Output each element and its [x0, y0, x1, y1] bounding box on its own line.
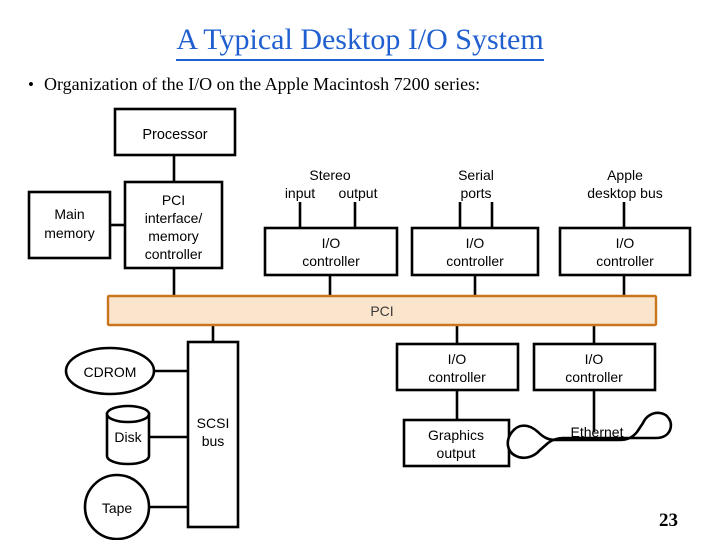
- shape-disk-body: [105, 412, 151, 466]
- bullet-label: Organization of the I/O on the Apple Mac…: [44, 74, 481, 94]
- box-io-controller-adb-label-1: I/O: [616, 235, 635, 251]
- label-ethernet: Ethernet: [571, 424, 624, 440]
- label-serial-1: Serial: [458, 167, 494, 183]
- box-io-controller-graphics-label-1: I/O: [448, 351, 467, 367]
- label-cdrom: CDROM: [84, 364, 137, 380]
- box-main-memory-label-1: Main: [54, 206, 84, 222]
- box-processor-label: Processor: [142, 127, 207, 143]
- box-io-controller-graphics[interactable]: [395, 342, 520, 392]
- box-graphics-output-label-1: Graphics: [428, 427, 484, 443]
- page-number: 23: [659, 510, 678, 531]
- box-pci-interface-label-2: interface/: [145, 210, 203, 226]
- page-title: A Typical Desktop I/O System: [0, 22, 720, 61]
- shape-ethernet-cable[interactable]: [506, 411, 673, 460]
- box-io-controller-graphics-label-2: controller: [428, 369, 486, 385]
- shape-disk-top: [105, 404, 151, 424]
- box-io-controller-ethernet-label-2: controller: [565, 369, 623, 385]
- box-pci-interface-label-3: memory: [148, 228, 199, 244]
- pci-bus-bar[interactable]: [106, 294, 658, 327]
- label-disk: Disk: [114, 429, 142, 445]
- shape-disk[interactable]: [105, 404, 151, 466]
- box-graphics-output-label-2: output: [437, 445, 476, 461]
- box-io-controller-serial[interactable]: [410, 226, 540, 277]
- box-io-controller-stereo-label-2: controller: [302, 253, 360, 269]
- box-io-controller-serial-label-2: controller: [446, 253, 504, 269]
- box-scsi-bus[interactable]: [186, 340, 240, 529]
- box-io-controller-serial-label-1: I/O: [466, 235, 485, 251]
- box-processor[interactable]: [113, 107, 237, 157]
- page-title-text: A Typical Desktop I/O System: [176, 22, 544, 61]
- box-main-memory[interactable]: [27, 190, 112, 260]
- bullet-line: • Organization of the I/O on the Apple M…: [18, 72, 708, 97]
- box-io-controller-stereo-label-1: I/O: [322, 235, 341, 251]
- box-io-controller-stereo[interactable]: [263, 226, 399, 277]
- bullet-marker-icon: •: [28, 75, 34, 94]
- shape-cdrom[interactable]: [64, 346, 156, 396]
- box-io-controller-adb-label-2: controller: [596, 253, 654, 269]
- box-io-controller-adb[interactable]: [558, 226, 692, 277]
- box-pci-interface-label-4: controller: [145, 246, 203, 262]
- shape-tape[interactable]: [83, 473, 151, 540]
- label-stereo-output: output: [339, 185, 378, 201]
- label-serial-2: ports: [460, 185, 491, 201]
- label-stereo: Stereo: [309, 167, 350, 183]
- box-scsi-bus-label-2: bus: [202, 433, 225, 449]
- connector-lines: [110, 155, 626, 509]
- box-main-memory-label-2: memory: [44, 225, 95, 241]
- label-adb-1: Apple: [607, 167, 643, 183]
- box-scsi-bus-label-1: SCSI: [197, 415, 230, 431]
- box-pci-interface-memory-controller[interactable]: [123, 180, 224, 270]
- label-stereo-input: input: [285, 185, 315, 201]
- box-io-controller-ethernet[interactable]: [532, 342, 657, 392]
- label-adb-2: desktop bus: [587, 185, 663, 201]
- box-pci-interface-label-1: PCI: [162, 192, 185, 208]
- box-io-controller-ethernet-label-1: I/O: [585, 351, 604, 367]
- pci-bus-label: PCI: [370, 303, 393, 319]
- label-tape: Tape: [102, 500, 133, 516]
